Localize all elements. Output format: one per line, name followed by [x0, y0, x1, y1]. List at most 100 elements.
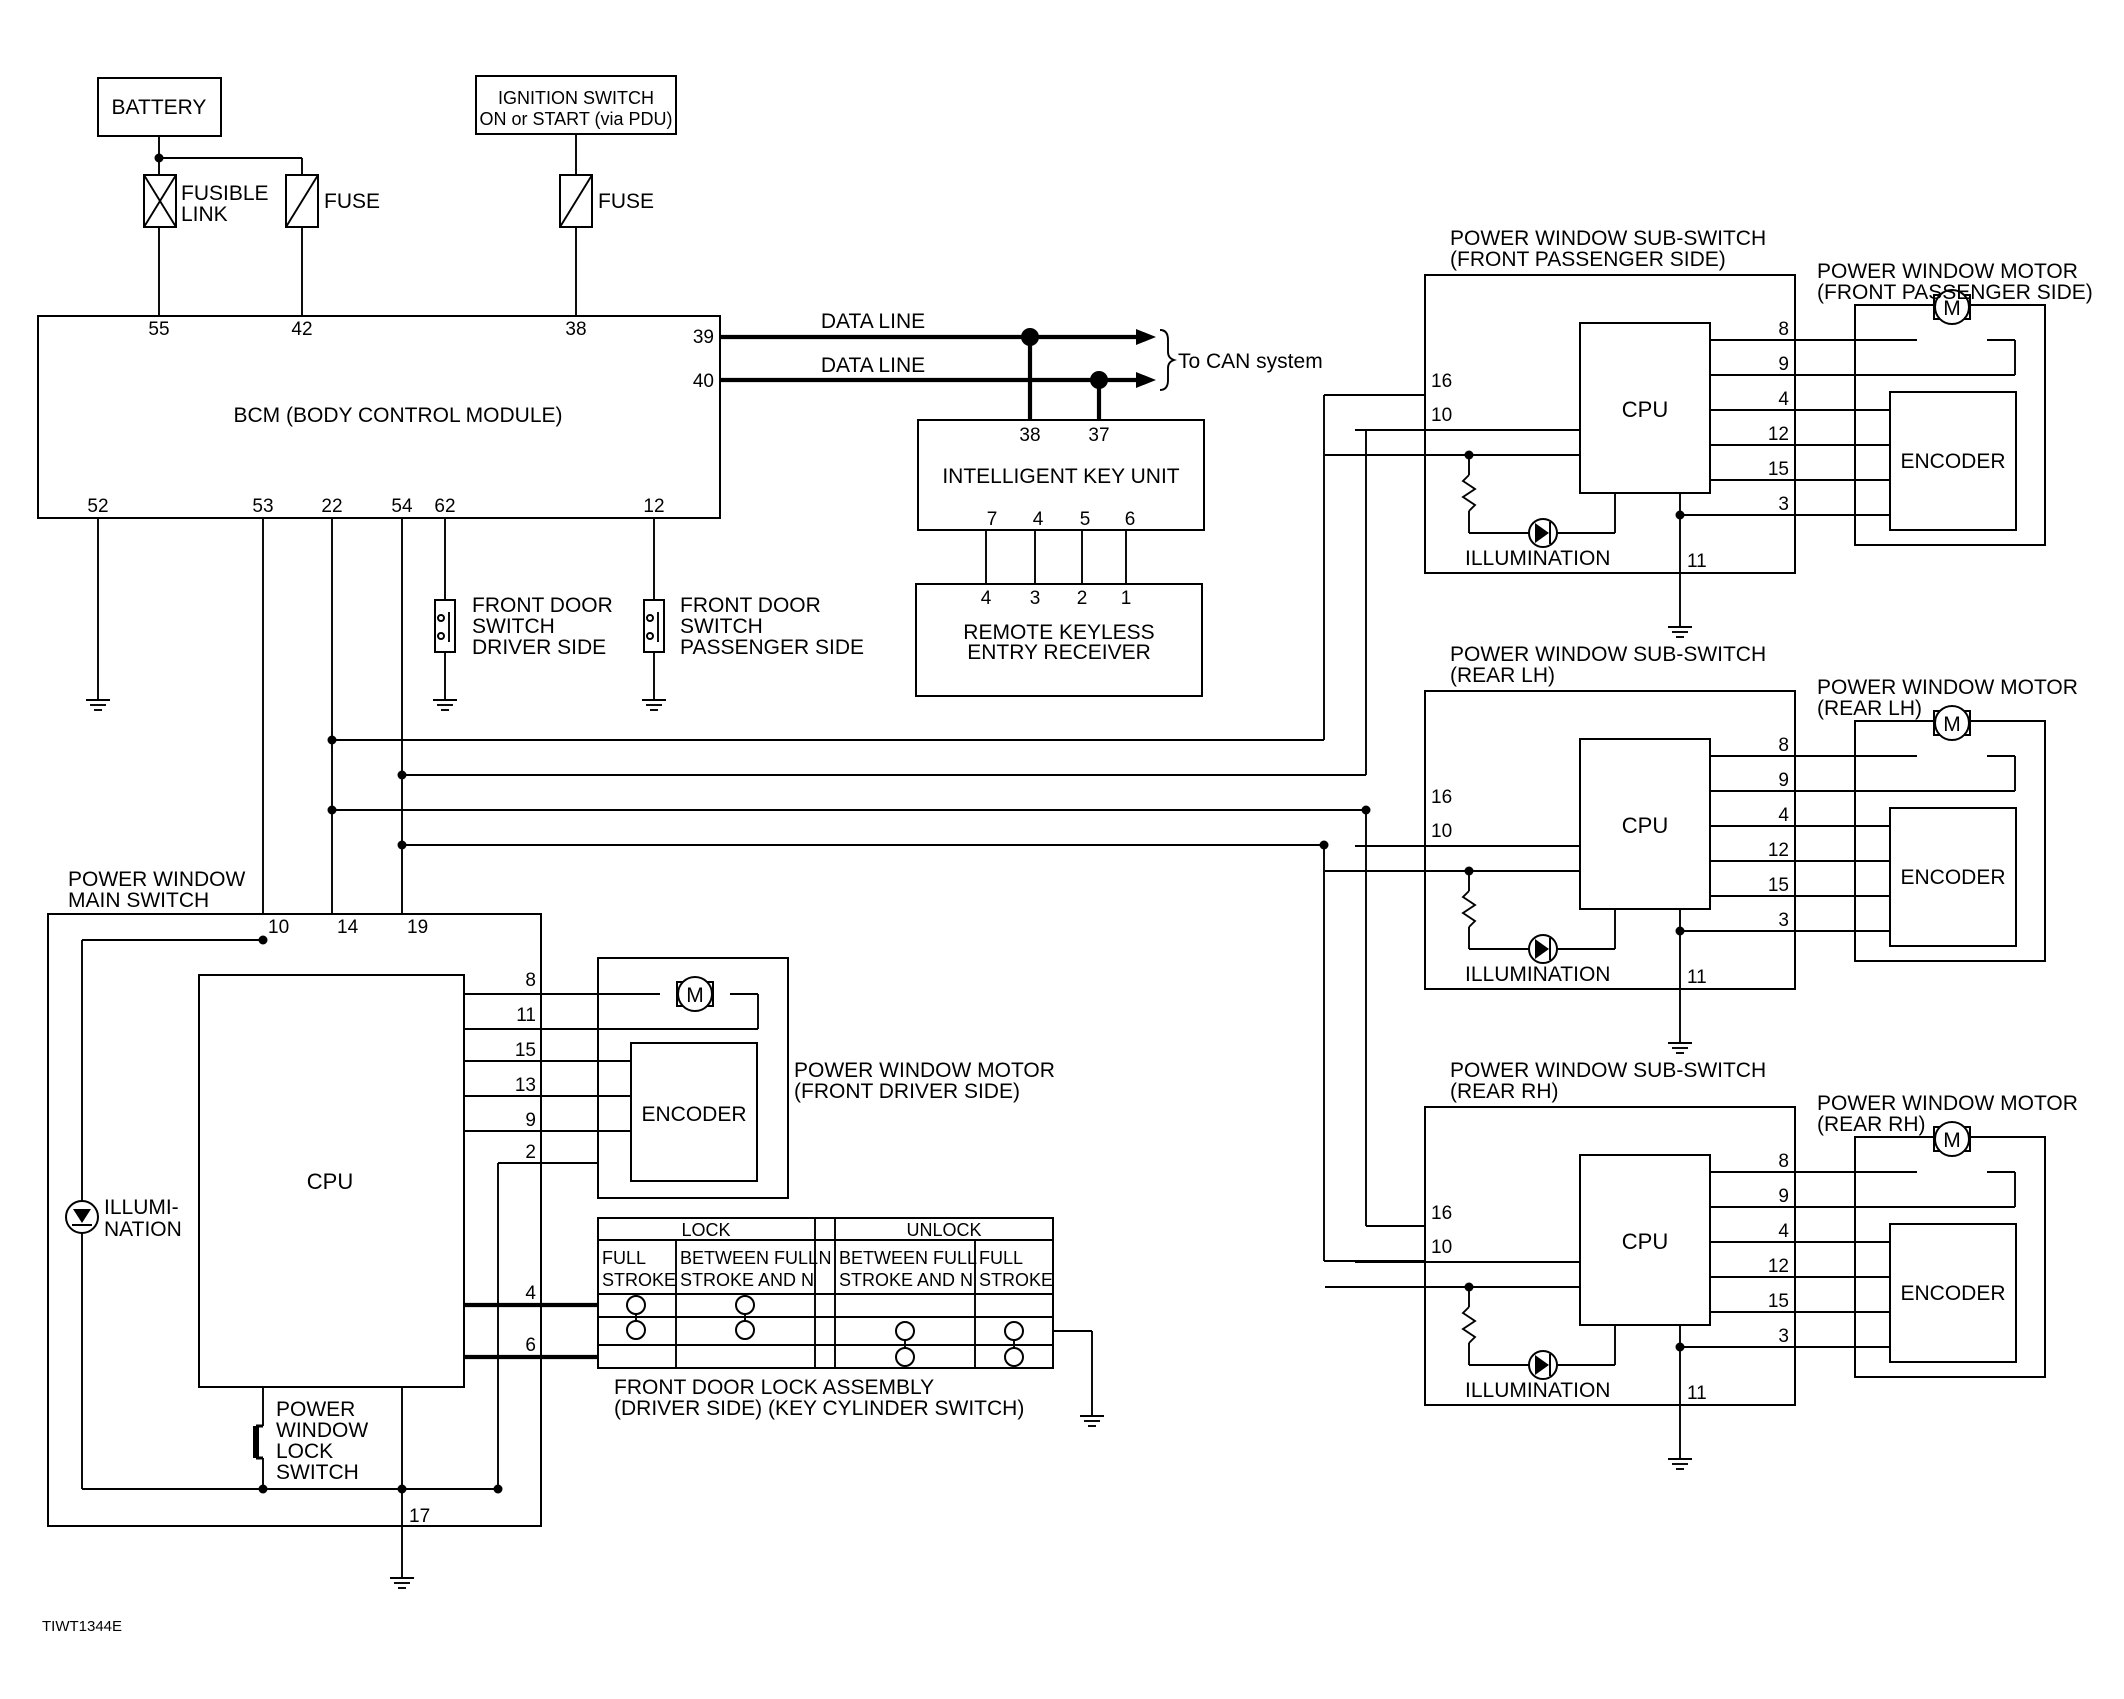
- sub-illumination-label: ILLUMINATION: [1465, 963, 1610, 986]
- sub-pin-3: 3: [1778, 910, 1789, 931]
- sub-pin-8: 8: [1778, 319, 1789, 340]
- sub-switch-front-passenger: POWER WINDOW SUB-SWITCH (FRONT PASSENGER…: [1325, 227, 2093, 637]
- sub-pin-4: 4: [1778, 1221, 1789, 1242]
- driver-motor-icon: [677, 976, 713, 1012]
- ignition-switch-label-1: IGNITION SWITCH: [498, 88, 654, 108]
- sub-pin-12: 12: [1768, 840, 1789, 861]
- main-pin-6: 6: [525, 1335, 536, 1356]
- rke-receiver-box: [915, 583, 1203, 697]
- bcm-pin-52: 52: [87, 496, 108, 517]
- key-cyl-col3-2: STROKE AND N: [839, 1270, 973, 1290]
- sub-motor-title-2: (REAR RH): [1817, 1113, 1926, 1136]
- main-pin-17: 17: [409, 1506, 430, 1527]
- data-line-label-2: DATA LINE: [821, 354, 925, 377]
- bcm-pin-12: 12: [643, 496, 664, 517]
- sub-cpu-label: CPU: [1622, 1229, 1668, 1254]
- key-cyl-col1-1: FULL: [602, 1248, 646, 1268]
- sub-switch-title-1: POWER WINDOW SUB-SWITCH: [1450, 643, 1766, 666]
- main-cpu-label: CPU: [307, 1169, 353, 1194]
- rke-pin-1: 1: [1121, 588, 1132, 609]
- sub-pin-9: 9: [1778, 770, 1789, 791]
- main-pin-8: 8: [525, 970, 536, 991]
- sub-switch-title-1: POWER WINDOW SUB-SWITCH: [1450, 227, 1766, 250]
- sub-pin-15: 15: [1768, 875, 1789, 896]
- sub-pin-11: 11: [1687, 967, 1707, 988]
- sub-pin-16: 16: [1431, 1203, 1452, 1224]
- key-cyl-lock: LOCK: [681, 1220, 730, 1240]
- bcm-pin-54: 54: [391, 496, 413, 517]
- driver-encoder-box: [630, 1042, 758, 1182]
- sub-pin-4: 4: [1778, 805, 1789, 826]
- door-switch-driver-label-3: DRIVER SIDE: [472, 636, 606, 659]
- main-switch-title-1: POWER WINDOW: [68, 868, 245, 891]
- sub-pin-10: 10: [1431, 405, 1452, 426]
- sub-pin-16: 16: [1431, 371, 1452, 392]
- bcm-pin-62: 62: [434, 496, 455, 517]
- lock-switch-label-1: POWER: [276, 1398, 355, 1421]
- key-cyl-col3-1: BETWEEN FULL: [839, 1248, 977, 1268]
- rke-pin-4: 4: [981, 588, 992, 609]
- sub-pin-8: 8: [1778, 1151, 1789, 1172]
- sub-pin-11: 11: [1687, 551, 1707, 572]
- intelligent-key-unit-box: [917, 419, 1205, 531]
- sub-switch-title-2: (FRONT PASSENGER SIDE): [1450, 248, 1726, 271]
- sub-cpu-label: CPU: [1622, 813, 1668, 838]
- key-cyl-col4-1: FULL: [979, 1248, 1023, 1268]
- sub-motor-title-2: (FRONT PASSENGER SIDE): [1817, 281, 2093, 304]
- main-pin-19: 19: [407, 917, 428, 938]
- data-line-label-1: DATA LINE: [821, 310, 925, 333]
- sub-switch-title-2: (REAR LH): [1450, 664, 1555, 687]
- main-pin-2: 2: [525, 1142, 536, 1163]
- key-cyl-caption-1: FRONT DOOR LOCK ASSEMBLY: [614, 1376, 934, 1399]
- main-pin-13: 13: [515, 1075, 536, 1096]
- main-illumination-label-2: NATION: [104, 1218, 182, 1241]
- front-door-switch-driver: [434, 599, 456, 653]
- ikey-pin-7: 7: [987, 509, 998, 530]
- sub-pin-12: 12: [1768, 424, 1789, 445]
- sub-motor-title-1: POWER WINDOW MOTOR: [1817, 1092, 2078, 1115]
- sub-illumination-label: ILLUMINATION: [1465, 547, 1610, 570]
- fusible-link: [143, 174, 177, 228]
- key-cyl-col2-1: BETWEEN FULL: [680, 1248, 818, 1268]
- door-switch-passenger-label-3: PASSENGER SIDE: [680, 636, 864, 659]
- bcm-pin-39: 39: [693, 327, 714, 348]
- sub-pin-8: 8: [1778, 735, 1789, 756]
- key-cyl-col2-2: STROKE AND N: [680, 1270, 814, 1290]
- bcm-pin-55: 55: [148, 319, 169, 340]
- sub-encoder-label: ENCODER: [1900, 1282, 2005, 1305]
- bcm-pin-38: 38: [565, 319, 586, 340]
- sub-motor-symbol: M: [1943, 713, 1961, 736]
- sub-switch-title-1: POWER WINDOW SUB-SWITCH: [1450, 1059, 1766, 1082]
- key-cyl-caption-2: (DRIVER SIDE) (KEY CYLINDER SWITCH): [614, 1397, 1024, 1420]
- rke-pin-2: 2: [1077, 588, 1088, 609]
- intelligent-key-unit-label: INTELLIGENT KEY UNIT: [942, 465, 1179, 488]
- sub-illumination-label: ILLUMINATION: [1465, 1379, 1610, 1402]
- sub-motor-title-2: (REAR LH): [1817, 697, 1922, 720]
- main-pin-4: 4: [525, 1283, 536, 1304]
- driver-encoder-label: ENCODER: [641, 1103, 746, 1126]
- key-cyl-col4-2: STROKE: [979, 1270, 1053, 1290]
- front-door-switch-passenger: [643, 599, 665, 653]
- battery-label: BATTERY: [112, 96, 207, 119]
- ikey-pin-38: 38: [1019, 425, 1040, 446]
- main-pin-10: 10: [268, 917, 289, 938]
- sub-motor-title-1: POWER WINDOW MOTOR: [1817, 260, 2078, 283]
- sub-pin-15: 15: [1768, 459, 1789, 480]
- fuse-ignition-label: FUSE: [598, 190, 654, 213]
- door-switch-driver-label-1: FRONT DOOR: [472, 594, 613, 617]
- sub-motor-symbol: M: [1943, 1129, 1961, 1152]
- sub-switch-title-2: (REAR RH): [1450, 1080, 1559, 1103]
- driver-motor-symbol: M: [686, 984, 704, 1007]
- rke-label-2: ENTRY RECEIVER: [967, 641, 1151, 664]
- sub-pin-16: 16: [1431, 787, 1452, 808]
- sub-pin-10: 10: [1431, 821, 1452, 842]
- door-switch-driver-label-2: SWITCH: [472, 615, 555, 638]
- bcm-pin-22: 22: [321, 496, 342, 517]
- key-cyl-n: N: [819, 1248, 832, 1268]
- fuse-battery-label: FUSE: [324, 190, 380, 213]
- battery-box: [97, 77, 222, 137]
- fuse-battery: [285, 174, 319, 228]
- fuse-ignition: [559, 174, 593, 228]
- key-cylinder-switch-table: [597, 1217, 1054, 1369]
- bcm-pin-40: 40: [693, 371, 714, 392]
